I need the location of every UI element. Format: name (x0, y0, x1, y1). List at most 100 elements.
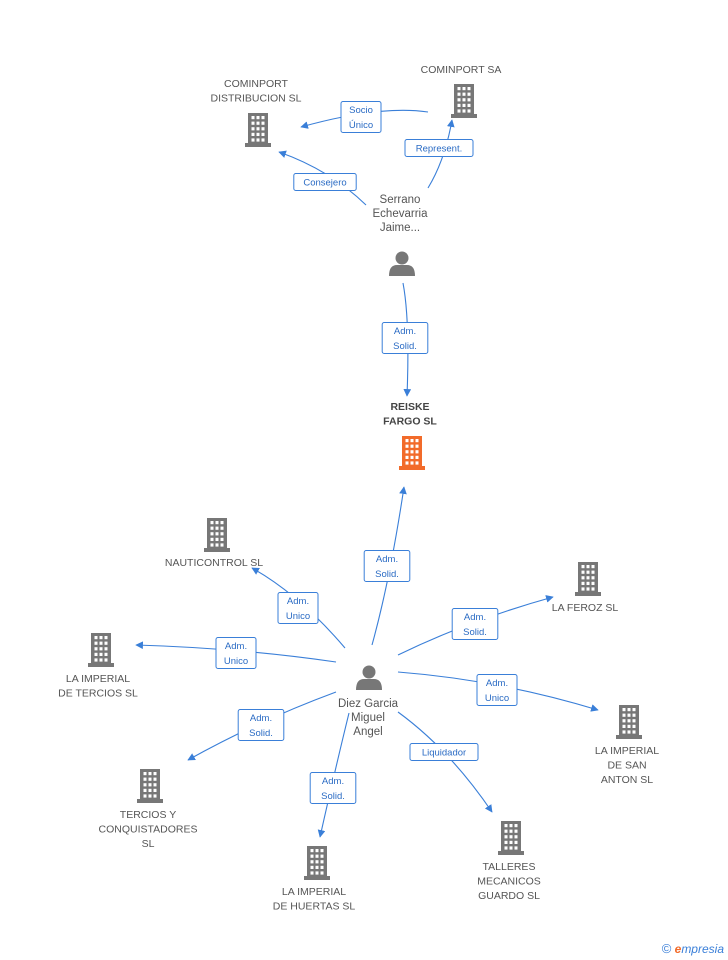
node-label: FARGO SL (383, 416, 437, 428)
edge-label-box (363, 550, 411, 582)
nodes-layer: COMINPORT SA COMINPORT DISTRIBUCION SL Serr… (58, 64, 659, 913)
building-icon (451, 84, 477, 118)
edge-label-e2[interactable]: Represent. (404, 139, 474, 157)
building-icon (88, 633, 114, 667)
node-talleres[interactable]: TALLERES MECANICOS GUARDO SL (477, 821, 541, 902)
node-label: CONQUISTADORES (99, 824, 198, 836)
edge-label-e7[interactable]: Adm. Solid. (451, 608, 499, 640)
edge-label-text: Único (349, 120, 373, 131)
node-label: Jaime... (380, 222, 420, 234)
node-reiske[interactable]: REISKE FARGO SL (383, 401, 437, 470)
edge-label-box (215, 637, 257, 669)
edge-label-text: Solid. (321, 791, 345, 802)
node-label: Miguel (351, 712, 385, 724)
copyright-symbol: © (661, 941, 672, 956)
edge-label-text: Adm. (250, 713, 272, 724)
brand-name: mpresia (681, 942, 724, 956)
edge-label-text: Unico (485, 693, 509, 704)
person-icon (389, 251, 415, 276)
building-icon (137, 769, 163, 803)
node-label: COMINPORT (224, 78, 289, 90)
edge-label-text: Adm. (376, 554, 398, 565)
node-cominport_sa[interactable]: COMINPORT SA (421, 64, 502, 118)
node-cominport_dist[interactable]: COMINPORT DISTRIBUCION SL (210, 78, 302, 147)
edge-label-box (476, 674, 518, 706)
footer-brand[interactable]: © empresia (662, 941, 724, 956)
node-tercios_conq[interactable]: TERCIOS Y CONQUISTADORES SL (99, 769, 198, 850)
node-label: NAUTICONTROL SL (165, 557, 263, 569)
node-label: TERCIOS Y (120, 809, 176, 821)
edge-label-box (237, 709, 285, 741)
edge-label-text: Socio (349, 105, 373, 116)
node-label: Serrano (380, 194, 421, 206)
edge-label-e6[interactable]: Adm. Unico (277, 592, 319, 624)
edge-label-text: Consejero (303, 178, 346, 189)
node-label: GUARDO SL (478, 890, 540, 902)
edge-label-box (404, 139, 474, 157)
node-label: COMINPORT SA (421, 64, 502, 76)
building-icon (575, 562, 601, 596)
edge-label-e4[interactable]: Adm. Solid. (381, 322, 429, 354)
edge-label-text: Represent. (416, 144, 462, 155)
edge-label-e9[interactable]: Adm. Unico (476, 674, 518, 706)
node-label: LA IMPERIAL (595, 745, 659, 757)
building-icon (616, 705, 642, 739)
node-label: DE TERCIOS SL (58, 688, 138, 700)
edge-label-box (451, 608, 499, 640)
node-label: Echevarria (373, 208, 429, 220)
node-serrano[interactable]: SerranoEchevarriaJaime... (373, 194, 429, 276)
edge-label-e11[interactable]: Adm. Solid. (309, 772, 357, 804)
edge-label-text: Adm. (464, 612, 486, 623)
building-icon (399, 436, 425, 470)
node-label: DE SAN (607, 760, 646, 772)
edge-label-box (381, 322, 429, 354)
edge-label-box (277, 592, 319, 624)
node-label: Angel (353, 726, 382, 738)
edge-label-text: Solid. (393, 341, 417, 352)
edge-label-text: Unico (286, 611, 310, 622)
building-icon (245, 113, 271, 147)
edge-label-box (293, 173, 357, 191)
node-label: SL (142, 838, 155, 850)
person-icon (356, 665, 382, 690)
node-label: REISKE (390, 401, 429, 413)
brand-initial: e (674, 942, 682, 956)
edge-label-e10[interactable]: Adm. Solid. (237, 709, 285, 741)
node-label: TALLERES (483, 861, 536, 873)
node-nauticontrol[interactable]: NAUTICONTROL SL (165, 518, 263, 569)
edge-label-e12[interactable]: Liquidador (409, 743, 479, 761)
edge-label-text: Solid. (249, 728, 273, 739)
building-icon (304, 846, 330, 880)
edge-label-text: Adm. (486, 678, 508, 689)
node-label: DISTRIBUCION SL (210, 93, 301, 105)
node-imperial_tercios[interactable]: LA IMPERIAL DE TERCIOS SL (58, 633, 138, 700)
edge-label-text: Adm. (287, 596, 309, 607)
node-label: LA IMPERIAL (66, 673, 130, 685)
edge-labels-layer: SocioÚnicoRepresent.ConsejeroAdm.Solid.A… (215, 101, 518, 804)
edge-label-box (340, 101, 382, 133)
node-label: DE HUERTAS SL (273, 901, 356, 913)
edge-label-text: Solid. (375, 569, 399, 580)
edge-e12 (397, 711, 493, 813)
edge-label-text: Adm. (394, 326, 416, 337)
building-icon (498, 821, 524, 855)
node-label: LA FEROZ SL (552, 602, 619, 614)
node-label: Diez Garcia (338, 698, 399, 710)
edge-label-e8[interactable]: Adm.Unico (215, 637, 257, 669)
edge-label-text: Solid. (463, 627, 487, 638)
building-icon (204, 518, 230, 552)
edge-label-e3[interactable]: Consejero (293, 173, 357, 191)
edge-label-box (409, 743, 479, 761)
edge-label-text: Liquidador (422, 748, 466, 759)
edge-label-text: Adm. (322, 776, 344, 787)
edge-label-e5[interactable]: Adm. Solid. (363, 550, 411, 582)
node-label: MECANICOS (477, 876, 541, 888)
node-la_feroz[interactable]: LA FEROZ SL (552, 562, 619, 614)
edge-label-box (309, 772, 357, 804)
edge-label-text: Unico (224, 656, 248, 667)
